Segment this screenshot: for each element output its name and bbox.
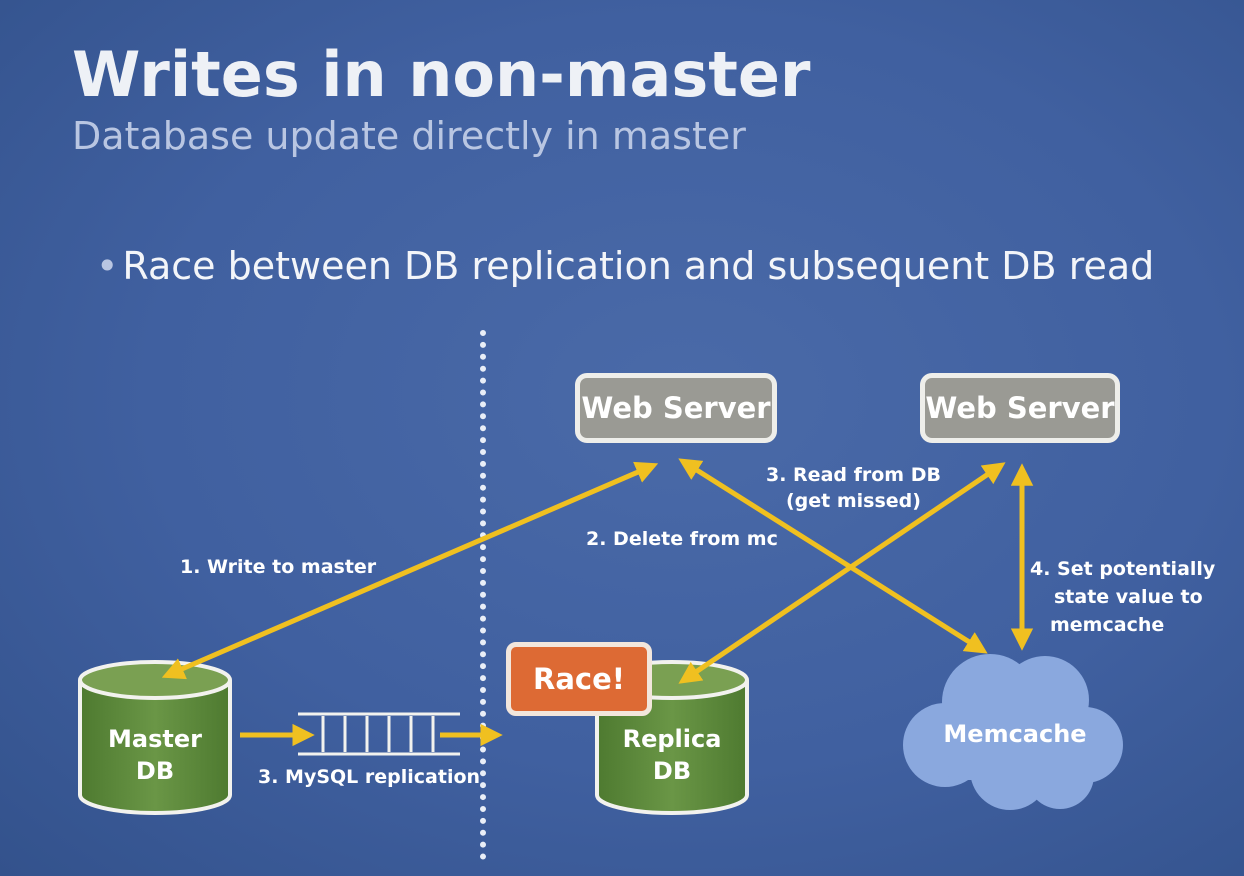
- label-read-from-db-line1: 3. Read from DB: [766, 464, 941, 486]
- web-server-2: Web Server: [920, 373, 1120, 443]
- replica-db-label-line2: DB: [652, 757, 692, 785]
- label-set-memcache-line2: state value to: [1054, 586, 1203, 608]
- label-set-memcache-line1: 4. Set potentially: [1030, 558, 1216, 580]
- arrow-write-to-master: [161, 461, 659, 680]
- label-delete-from-mc: 2. Delete from mc: [586, 528, 778, 550]
- bullet-point: •Race between DB replication and subsequ…: [96, 244, 1154, 288]
- label-read-from-db-line2: (get missed): [786, 490, 921, 512]
- replica-db-label: Replica DB: [612, 723, 732, 787]
- race-badge: Race!: [506, 642, 652, 716]
- master-db-label: Master DB: [95, 723, 215, 787]
- memcache-label: Memcache: [943, 720, 1087, 748]
- web-server-1: Web Server: [575, 373, 777, 443]
- master-db-label-line2: DB: [135, 757, 175, 785]
- slide-subtitle: Database update directly in master: [72, 114, 746, 158]
- slide-title: Writes in non-master: [72, 38, 811, 111]
- master-db-cylinder: [78, 660, 232, 815]
- arrow-read-from-db: [678, 462, 1006, 684]
- bullet-text: Race between DB replication and subseque…: [122, 244, 1155, 288]
- master-db-label-line1: Master: [108, 725, 202, 753]
- label-set-memcache-line3: memcache: [1050, 614, 1165, 636]
- bullet-dot: •: [96, 244, 119, 288]
- label-mysql-replication: 3. MySQL replication: [258, 766, 481, 788]
- replication-queue-icon: [298, 712, 460, 756]
- label-write-to-master: 1. Write to master: [180, 556, 377, 578]
- replica-db-label-line1: Replica: [622, 725, 722, 753]
- label-set-memcache: 4. Set potentially state value to memcac…: [1030, 555, 1215, 639]
- label-read-from-db: 3. Read from DB (get missed): [766, 462, 941, 514]
